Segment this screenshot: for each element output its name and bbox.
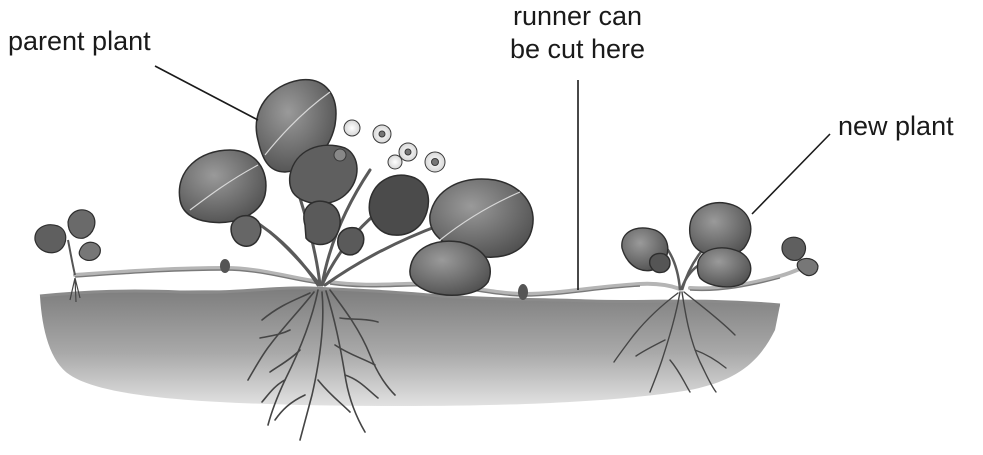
runner-label-line-2: be cut here bbox=[490, 33, 665, 66]
runner-label: runner can be cut here bbox=[490, 0, 665, 66]
new-plant-leaves bbox=[622, 203, 751, 287]
parent-plant-pointer bbox=[155, 66, 258, 120]
small-plantlet bbox=[35, 210, 100, 302]
new-plant-label: new plant bbox=[838, 110, 954, 143]
runner-tip-bud bbox=[782, 237, 818, 275]
parent-plant-label: parent plant bbox=[8, 25, 151, 58]
soil bbox=[40, 289, 780, 406]
runner-label-line-1: runner can bbox=[490, 0, 665, 33]
parent-plant-leaves bbox=[179, 80, 533, 296]
new-plant-pointer bbox=[752, 134, 830, 214]
